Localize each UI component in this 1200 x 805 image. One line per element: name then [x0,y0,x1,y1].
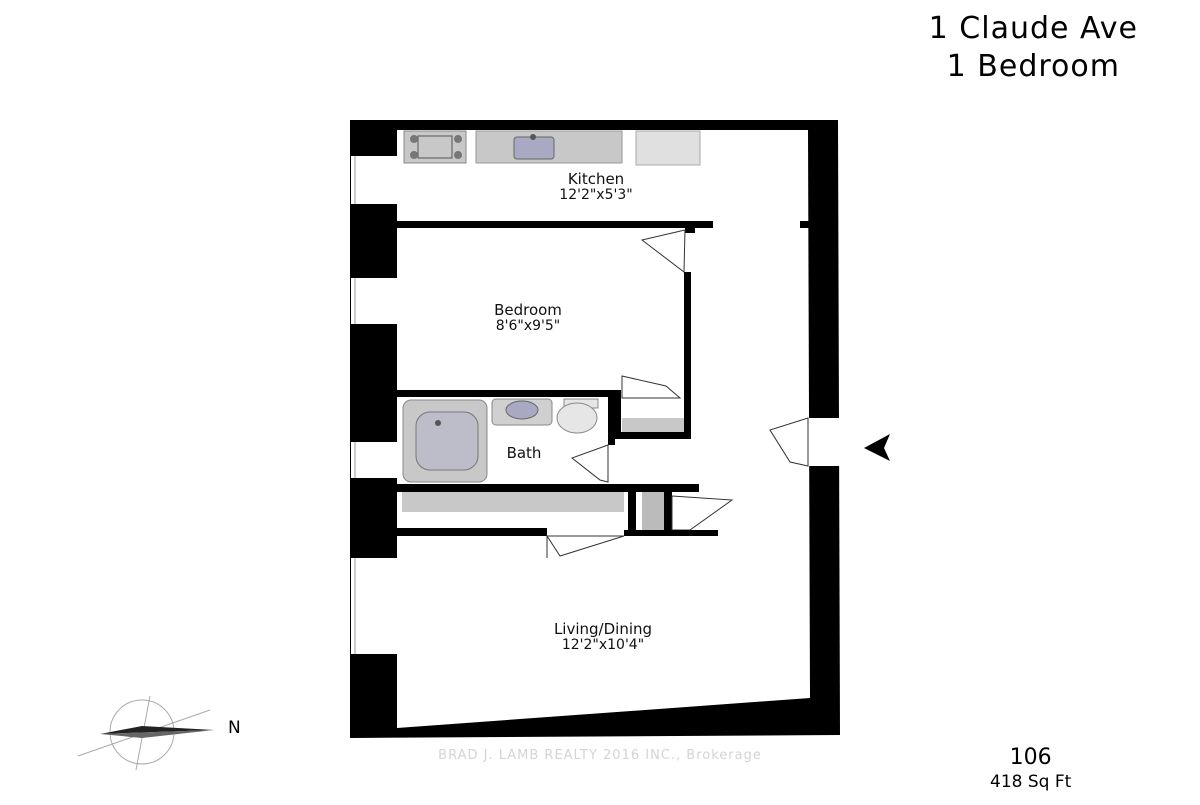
toilet [556,402,598,434]
windows [351,156,397,654]
room-dim-living: 12'2"x10'4" [562,637,644,653]
window [351,278,397,324]
storage-shelf [642,492,664,530]
compass-rose-icon [77,695,214,771]
wall-living-top-right [624,530,718,536]
bath-door-swing [570,444,609,483]
living-door-swing [546,535,625,557]
entry-door-opening [808,418,840,466]
bath-fixtures [402,398,599,483]
bedroom-door-swing [640,229,686,273]
brokerage-watermark: BRAD J. LAMB REALTY 2016 INC., Brokerage [438,748,762,763]
plan-title: 1 Claude Ave 1 Bedroom [929,10,1138,86]
address-title: 1 Claude Ave [928,11,1138,46]
wall-bath-bottom [397,484,699,492]
kitchen-fixtures [403,130,701,166]
kitchen-sink [513,136,555,160]
unit-type-title: 1 Bedroom [946,49,1120,84]
wall-bedroom-bottom [614,432,691,439]
unit-info: 106 418 Sq Ft [990,745,1071,793]
wall-kitchen-bedroom [397,221,713,228]
room-name-living: Living/Dining [554,620,652,638]
window [351,442,397,478]
room-name-bath: Bath [507,444,542,462]
window [351,156,397,204]
room-dim-bedroom: 8'6"x9'5" [496,318,561,334]
room-labels: Kitchen 12'2"x5'3" Bedroom 8'6"x9'5" Bat… [494,170,652,653]
unit-number: 106 [1009,745,1052,770]
wall-bedroom-bath [397,390,621,397]
wall-living-top [397,528,547,536]
hall-closet-shelf [402,492,624,512]
closet-shelf [622,418,684,432]
wall-bath-right [608,397,615,445]
refrigerator [635,130,701,166]
entry-door-swing [769,417,809,467]
outer-walls [350,120,840,738]
wall-hall-closet [628,492,636,534]
entry-arrow-icon [864,434,890,461]
closet-door-swing [621,375,682,399]
unit-area: 418 Sq Ft [990,772,1072,792]
wall-stub [800,221,810,228]
wall-closet [614,395,621,439]
window [351,558,397,654]
compass-north-label: N [228,718,241,738]
interior-floor [397,130,810,728]
room-dim-kitchen: 12'2"x5'3" [559,187,632,203]
wall-bedroom-right [684,272,691,438]
room-name-bedroom: Bedroom [494,301,562,319]
room-name-kitchen: Kitchen [568,170,624,188]
